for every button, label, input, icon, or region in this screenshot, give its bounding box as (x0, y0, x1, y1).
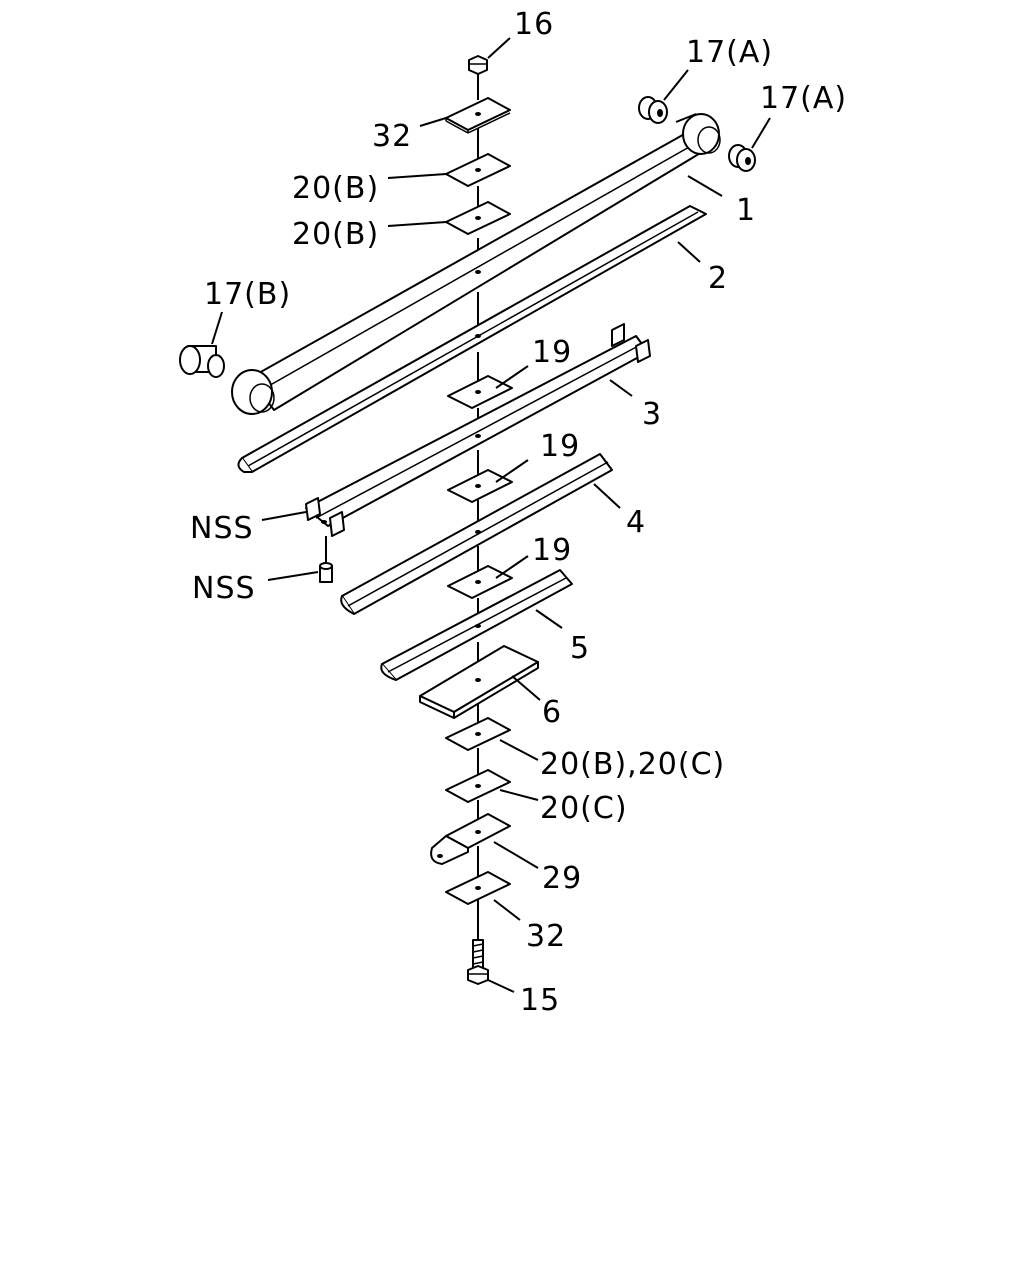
pad-19-2 (447, 459, 529, 503)
bushing-17a-1 (638, 69, 689, 124)
callout-20c: 20(C) (540, 791, 628, 826)
leaf-4 (340, 453, 621, 615)
shim-20b-2 (387, 201, 511, 235)
callout-29: 29 (542, 861, 582, 896)
shim-20b-20c (445, 717, 539, 761)
plate-32-bottom (445, 871, 521, 921)
callout-19-3: 19 (532, 533, 572, 568)
callout-20b-1: 20(B) (292, 171, 379, 206)
callout-3: 3 (642, 397, 662, 432)
callout-15: 15 (520, 983, 560, 1018)
callout-nss-1: NSS (190, 511, 254, 546)
callout-16: 16 (514, 7, 554, 42)
callout-32-top: 32 (372, 119, 412, 154)
leaf-5 (380, 569, 573, 681)
leaf-3 (305, 323, 651, 537)
callout-6: 6 (542, 695, 562, 730)
pad-19-3 (447, 555, 529, 599)
bolt-15 (467, 939, 515, 993)
callout-20b-20c: 20(B),20(C) (540, 747, 725, 782)
shim-20b-1 (387, 153, 511, 187)
callout-20b-2: 20(B) (292, 217, 379, 252)
callout-5: 5 (570, 631, 590, 666)
callout-1: 1 (736, 193, 756, 228)
callout-labels: 16 32 20(B) 20(B) 17(A) 17(A) 1 2 17(B) … (190, 7, 847, 1018)
bracket-29 (430, 813, 539, 869)
callout-4: 4 (626, 505, 646, 540)
bushing-17a-2 (728, 117, 771, 172)
callout-2: 2 (708, 261, 728, 296)
main-leaf-1 (231, 113, 723, 415)
bushing-17b (179, 311, 225, 378)
callout-nss-2: NSS (192, 571, 256, 606)
callout-17a-2: 17(A) (760, 81, 847, 116)
nss-1 (261, 511, 307, 521)
shim-20c (445, 769, 539, 803)
nut-16 (468, 37, 511, 75)
callout-32-bottom: 32 (526, 919, 566, 954)
plate-32-top (419, 97, 511, 134)
callout-17a-1: 17(A) (686, 35, 773, 70)
leaf-2 (237, 205, 707, 473)
callout-19-2: 19 (540, 429, 580, 464)
nss-2-rivet (267, 536, 333, 583)
callout-17b: 17(B) (204, 277, 291, 312)
pad-19-1 (447, 365, 529, 409)
leaf-6 (419, 645, 541, 719)
callout-19-1: 19 (532, 335, 572, 370)
